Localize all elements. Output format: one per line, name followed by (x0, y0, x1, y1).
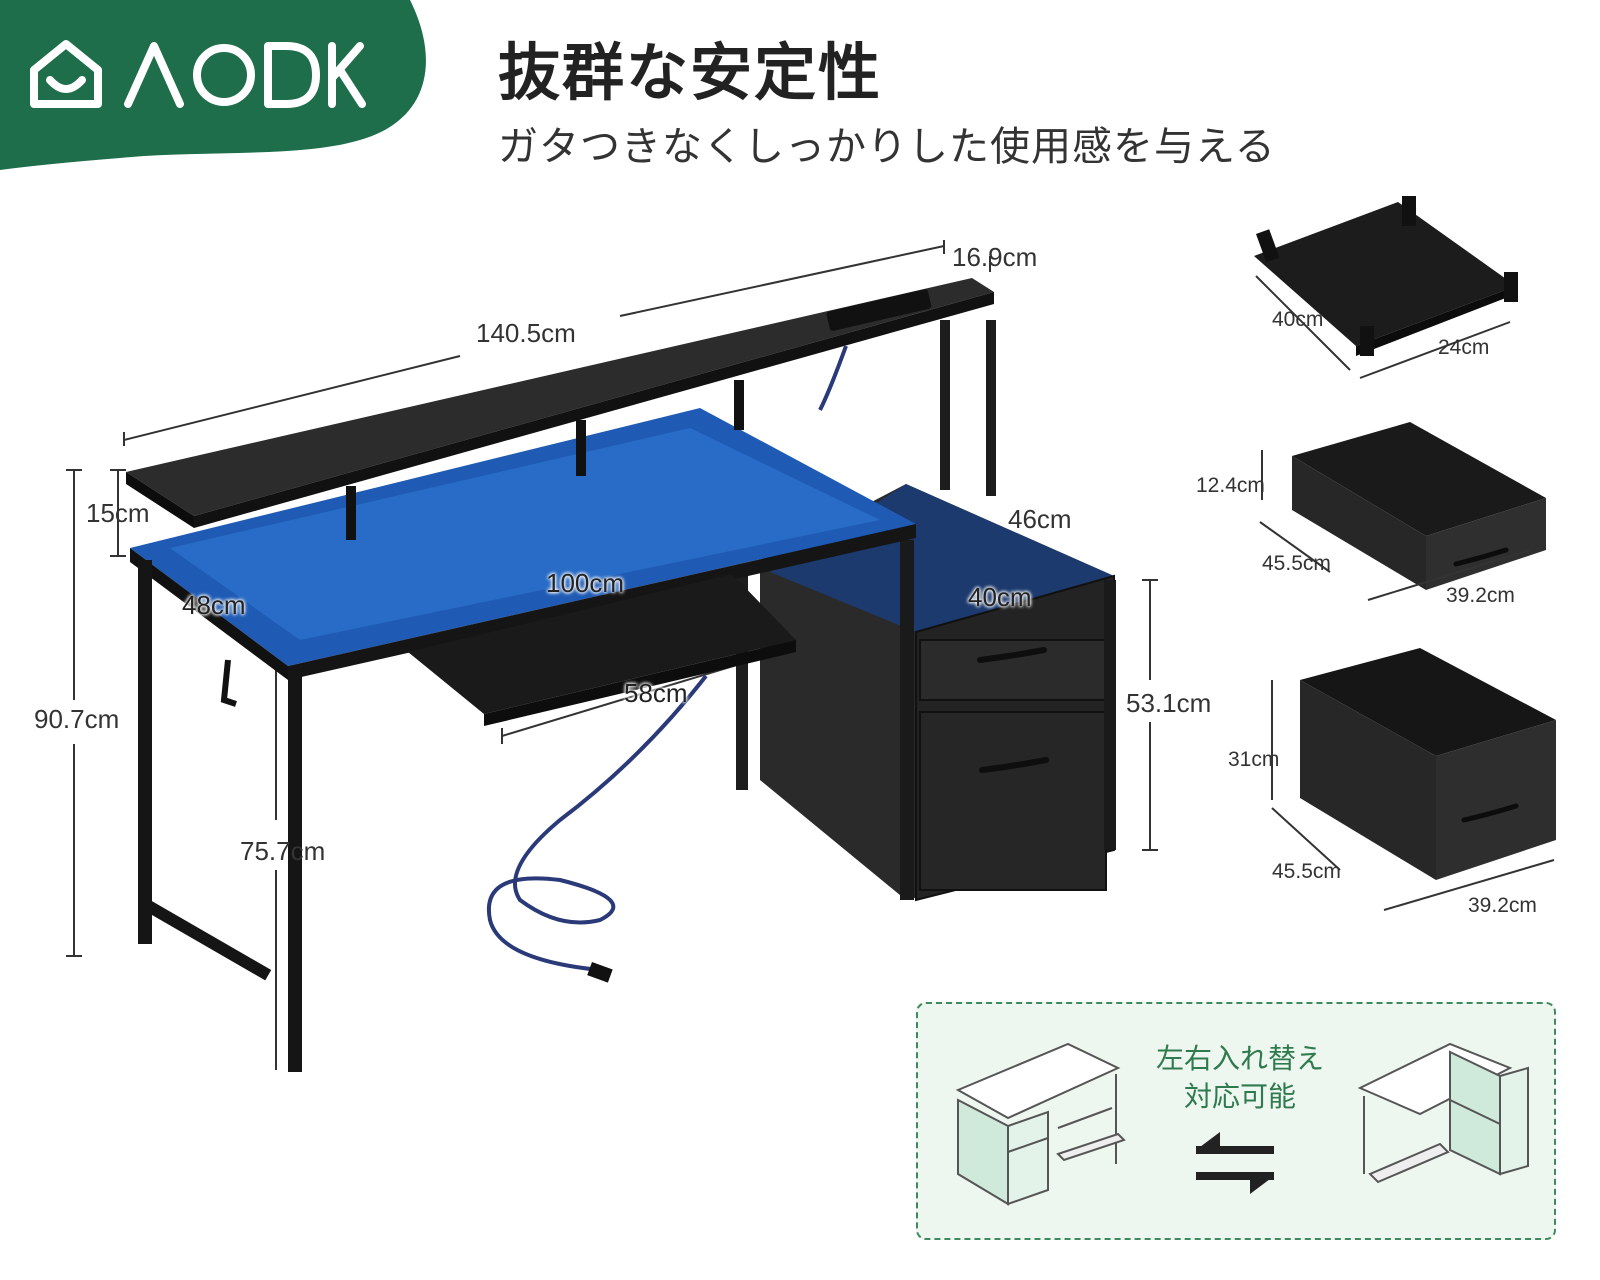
drawer-tray-depth: 40cm (1272, 308, 1324, 331)
drawer-small-depth: 45.5cm (1262, 552, 1331, 575)
drawer-illustrations (1254, 196, 1556, 911)
dim-desk-height: 75.7cm (240, 836, 326, 866)
desk-right-config-icon (1357, 1042, 1529, 1184)
dim-shelf-depth: 16.9cm (952, 242, 1038, 272)
dim-cabinet-width: 40cm (968, 582, 1032, 612)
dim-total-width: 140.5cm (476, 318, 576, 348)
dim-desk-width: 100cm (546, 568, 625, 598)
small-drawer-figure (1259, 422, 1546, 601)
page-title: 抜群な安定性 (498, 36, 883, 109)
reversible-line2: 対応可能 (1183, 1080, 1296, 1113)
drawer-small-width: 39.2cm (1446, 584, 1515, 607)
dim-shelf-height: 15cm (86, 498, 150, 528)
large-drawer-figure (1271, 648, 1556, 911)
page-subtitle: ガタつきなくしっかりした使用感を与える (498, 124, 1276, 170)
drawer-small-height: 12.4cm (1196, 474, 1265, 497)
dim-total-height: 90.7cm (34, 704, 120, 734)
drawer-large-width: 39.2cm (1468, 894, 1537, 917)
dim-keyboard-tray-width: 58cm (624, 678, 688, 708)
dimension-lines (66, 240, 1158, 1070)
drawer-large-depth: 45.5cm (1272, 860, 1341, 883)
brand-banner (0, 0, 426, 170)
desk-left-config-icon (955, 1042, 1126, 1206)
brand-logo (30, 40, 366, 108)
drawer-large-height: 31cm (1228, 748, 1280, 771)
keyboard-tray-figure (1254, 196, 1518, 379)
dim-cabinet-depth: 46cm (1008, 504, 1072, 534)
dim-cabinet-height: 53.1cm (1126, 688, 1212, 718)
reversible-label: 左右入れ替え 対応可能 (1150, 1040, 1330, 1116)
dim-desk-depth: 48cm (182, 590, 246, 620)
drawer-tray-width: 24cm (1438, 336, 1490, 359)
reversible-line1: 左右入れ替え (1155, 1042, 1324, 1075)
swap-arrows-icon (1196, 1132, 1274, 1194)
